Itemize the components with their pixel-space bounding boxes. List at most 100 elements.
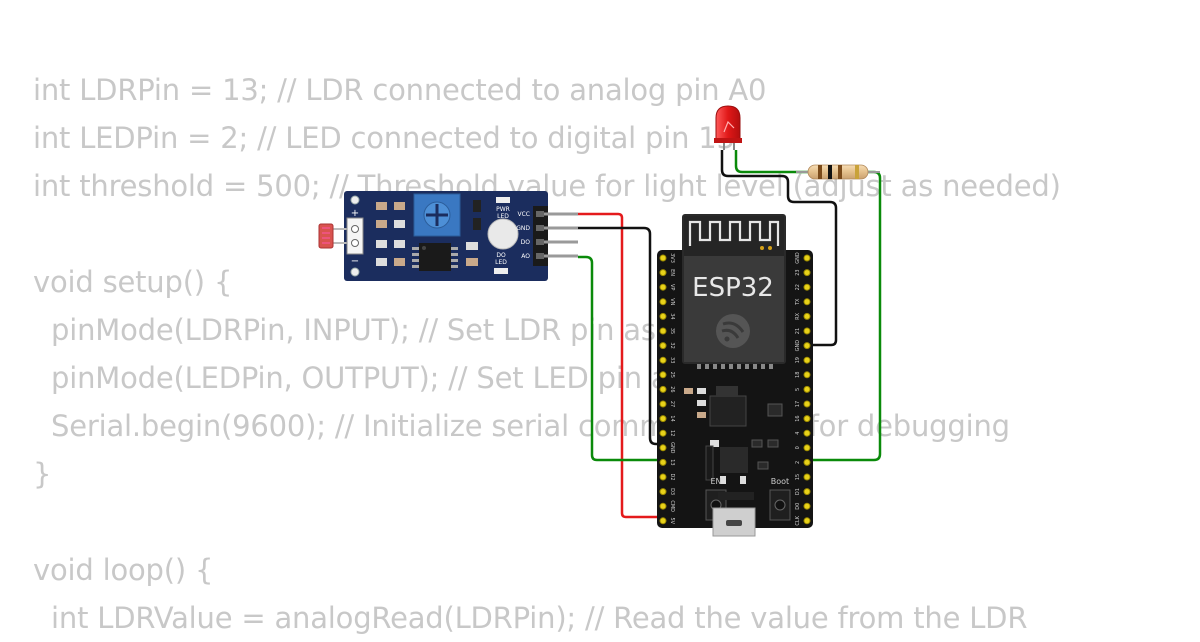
code-line: pinMode(LEDPin, OUTPUT); // Set LED pin … <box>33 361 787 395</box>
pin-hole[interactable] <box>803 385 811 393</box>
pin-hole[interactable] <box>659 458 667 466</box>
red-led[interactable] <box>714 105 742 150</box>
pin-hole[interactable] <box>659 254 667 262</box>
smd-capacitor <box>376 240 387 248</box>
pin-hole[interactable] <box>659 342 667 350</box>
pin-hole[interactable] <box>803 400 811 408</box>
smd-chip <box>767 403 783 417</box>
pin-hole[interactable] <box>803 342 811 350</box>
pin-hole[interactable] <box>803 269 811 277</box>
pin-hole[interactable] <box>659 327 667 335</box>
smd-diode <box>473 218 481 230</box>
pin-hole[interactable] <box>659 385 667 393</box>
pin-hole[interactable] <box>659 473 667 481</box>
smd-resistor <box>376 202 387 210</box>
pwr-led <box>496 197 510 203</box>
code-line: void loop() { <box>33 553 214 587</box>
antenna-trace <box>688 220 780 246</box>
pin-hole[interactable] <box>659 298 667 306</box>
smd-capacitor <box>376 258 387 266</box>
pin-hole[interactable] <box>803 429 811 437</box>
smd-resistor <box>376 220 387 228</box>
pin-hole[interactable] <box>659 415 667 423</box>
pin-hole[interactable] <box>803 356 811 364</box>
pin-hole[interactable] <box>803 298 811 306</box>
pin-label: 26 <box>669 386 675 392</box>
pin-label: 25 <box>669 372 675 378</box>
pin-hole[interactable] <box>803 283 811 291</box>
smd-resistor <box>394 202 405 210</box>
pin-hole[interactable] <box>659 444 667 452</box>
pin-hole[interactable] <box>659 269 667 277</box>
en-label: EN <box>710 477 721 486</box>
pin-label: EN <box>669 269 675 276</box>
pin-hole[interactable] <box>803 327 811 335</box>
pin-hole[interactable] <box>803 488 811 496</box>
pin-hole[interactable] <box>803 517 811 525</box>
pin-hole[interactable] <box>803 312 811 320</box>
micro-usb-port[interactable] <box>712 507 756 537</box>
wire-resistor-gpio2[interactable] <box>807 170 882 462</box>
pin-hole[interactable] <box>659 488 667 496</box>
pin-hole[interactable] <box>659 312 667 320</box>
smd-capacitor <box>394 220 405 228</box>
smd-capacitor <box>466 242 478 250</box>
pin-hole[interactable] <box>803 502 811 510</box>
pin-label: 2 <box>795 461 801 464</box>
pin-hole[interactable] <box>803 415 811 423</box>
pin-hole[interactable] <box>659 429 667 437</box>
resistor[interactable] <box>796 164 880 180</box>
ldr-sensor-module[interactable]: + − <box>318 191 578 281</box>
pin-label-vcc: VCC <box>518 211 530 218</box>
esp32-devkit[interactable]: ESP32 <box>657 214 813 537</box>
pin-hole[interactable] <box>659 283 667 291</box>
pin-label: 16 <box>795 415 801 421</box>
left-pin-header: 3V3ENVPVN343532332526271412GND13D2D3CMD5… <box>659 253 675 525</box>
pin-hole[interactable] <box>803 458 811 466</box>
pin-hole[interactable] <box>659 371 667 379</box>
smd-capacitor <box>710 440 719 447</box>
photoresistor[interactable] <box>318 223 352 249</box>
pin-hole[interactable] <box>803 444 811 452</box>
pin-label: TX <box>795 298 801 306</box>
pin-label: 34 <box>669 313 675 319</box>
wire-gnd-led[interactable] <box>720 150 838 347</box>
pin-label: 15 <box>795 474 801 480</box>
pin-hole[interactable] <box>803 473 811 481</box>
pin-hole[interactable] <box>659 400 667 408</box>
code-line: int LEDPin = 2; // LED connected to digi… <box>33 121 735 155</box>
smd-capacitor <box>394 240 405 248</box>
wire-vcc-5v[interactable] <box>578 212 660 519</box>
pin-hole[interactable] <box>659 356 667 364</box>
mount-hole <box>350 267 360 277</box>
socket-hole <box>351 239 359 247</box>
plus-label: + <box>351 208 359 219</box>
pin-header <box>533 206 548 266</box>
esp32-label: ESP32 <box>692 273 774 303</box>
pin-label: GND <box>669 442 675 454</box>
pin-hole[interactable] <box>659 502 667 510</box>
pin-hole[interactable] <box>803 371 811 379</box>
pwr-led-label: PWR <box>496 206 510 213</box>
pin-label: GND <box>795 340 801 352</box>
pin-label: VP <box>669 284 675 290</box>
pin-hole[interactable] <box>803 254 811 262</box>
wire-gnd-sensor[interactable] <box>578 226 661 446</box>
pin-label: D0 <box>795 503 801 510</box>
header-pin-wires[interactable] <box>536 211 578 259</box>
pin-label: 14 <box>669 415 675 421</box>
pin-hole[interactable] <box>659 517 667 525</box>
smd-capacitor <box>697 400 706 406</box>
wire-led-resistor[interactable] <box>734 150 808 174</box>
pin-label: 21 <box>795 328 801 334</box>
pin-label: 13 <box>669 459 675 465</box>
pin-label: 23 <box>795 269 801 275</box>
wire-ao-gpio13[interactable] <box>578 255 661 462</box>
pin-label: CLK <box>795 515 801 525</box>
pin-label: 0 <box>795 446 801 449</box>
boot-button[interactable] <box>769 489 791 521</box>
espressif-logo-icon <box>716 314 750 348</box>
potentiometer[interactable] <box>413 193 461 237</box>
smd-resistor <box>394 258 405 266</box>
